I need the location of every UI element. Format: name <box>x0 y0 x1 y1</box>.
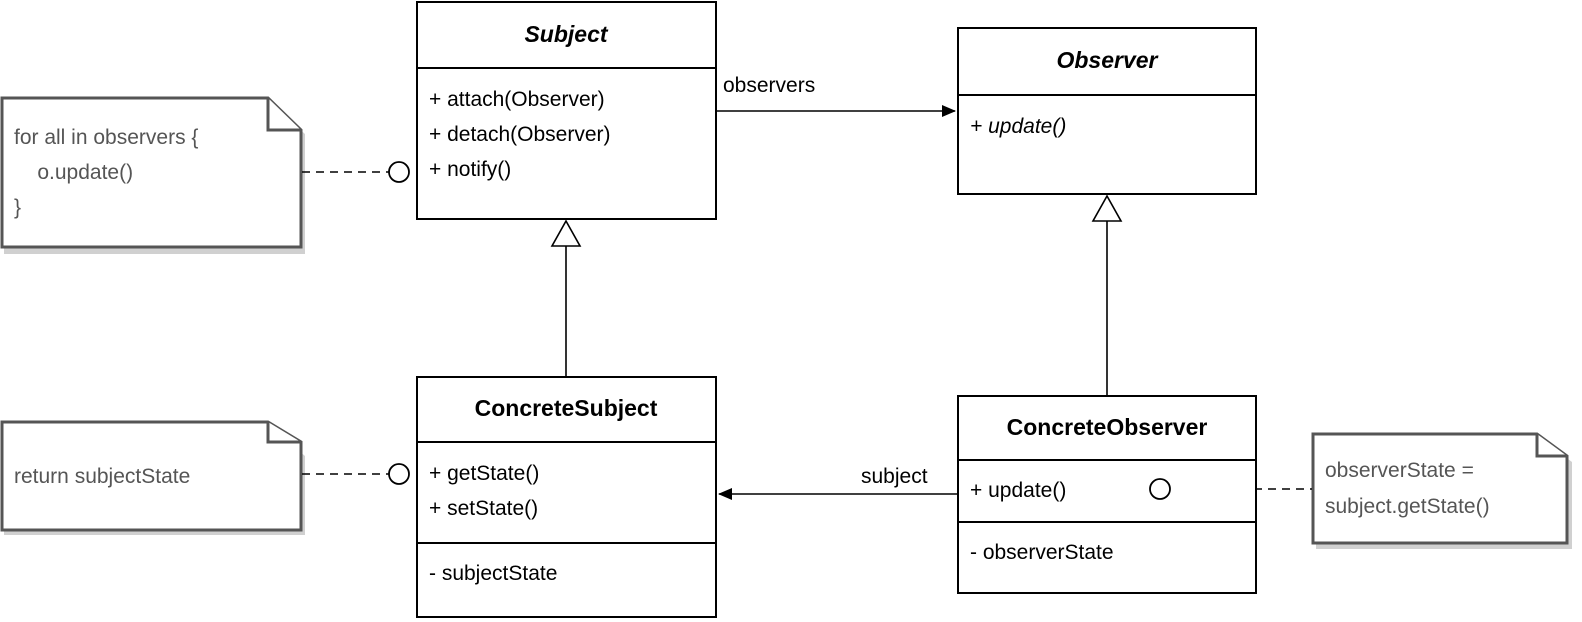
note-notify-anchor <box>388 161 410 183</box>
note-notify: for all in observers { o.update() } <box>0 96 305 254</box>
class-subject-method-attach: + attach(Observer) <box>429 88 605 111</box>
class-concrete-observer-name: ConcreteObserver <box>1007 414 1208 440</box>
class-subject-method-notify: + notify() <box>429 158 511 181</box>
connectors: observers subject <box>302 74 1312 500</box>
class-concrete-observer-method-update: + update() <box>970 479 1066 502</box>
class-concrete-subject-attribute-subjectstate: - subjectState <box>429 562 557 585</box>
class-concrete-subject: ConcreteSubject + getState() + setState(… <box>416 376 717 618</box>
class-concrete-observer-attribute-observerstate: - observerState <box>970 541 1114 564</box>
class-concrete-subject-name: ConcreteSubject <box>475 395 658 421</box>
note-update: observerState = subject.getState() <box>1311 432 1572 549</box>
note-notify-line-3: } <box>14 196 21 219</box>
observer-generalization-triangle <box>1091 194 1123 222</box>
class-subject-method-detach: + detach(Observer) <box>429 123 611 146</box>
class-observer-name: Observer <box>1056 47 1158 73</box>
note-update-line-1: observerState = <box>1325 459 1474 482</box>
class-subject: Subject + attach(Observer) + detach(Obse… <box>416 1 717 220</box>
note-update-anchor-top <box>1149 478 1171 500</box>
note-getstate-anchor <box>388 463 410 485</box>
class-concrete-subject-method-getstate: + getState() <box>429 462 539 485</box>
note-getstate: return subjectState <box>0 420 305 535</box>
subject-role-label: subject <box>861 465 928 488</box>
subject-generalization-triangle <box>550 219 582 247</box>
note-notify-line-1: for all in observers { <box>14 126 198 149</box>
class-concrete-subject-method-setstate: + setState() <box>429 497 538 520</box>
observers-role-label: observers <box>723 74 815 97</box>
note-getstate-line-1: return subjectState <box>14 465 190 488</box>
class-concrete-observer: ConcreteObserver + update() - observerSt… <box>957 395 1257 594</box>
class-subject-name: Subject <box>524 21 608 47</box>
class-observer-method-update: + update() <box>970 115 1066 138</box>
class-observer: Observer + update() <box>957 27 1257 195</box>
note-notify-line-2: o.update() <box>14 161 133 184</box>
note-update-line-2: subject.getState() <box>1325 495 1490 518</box>
